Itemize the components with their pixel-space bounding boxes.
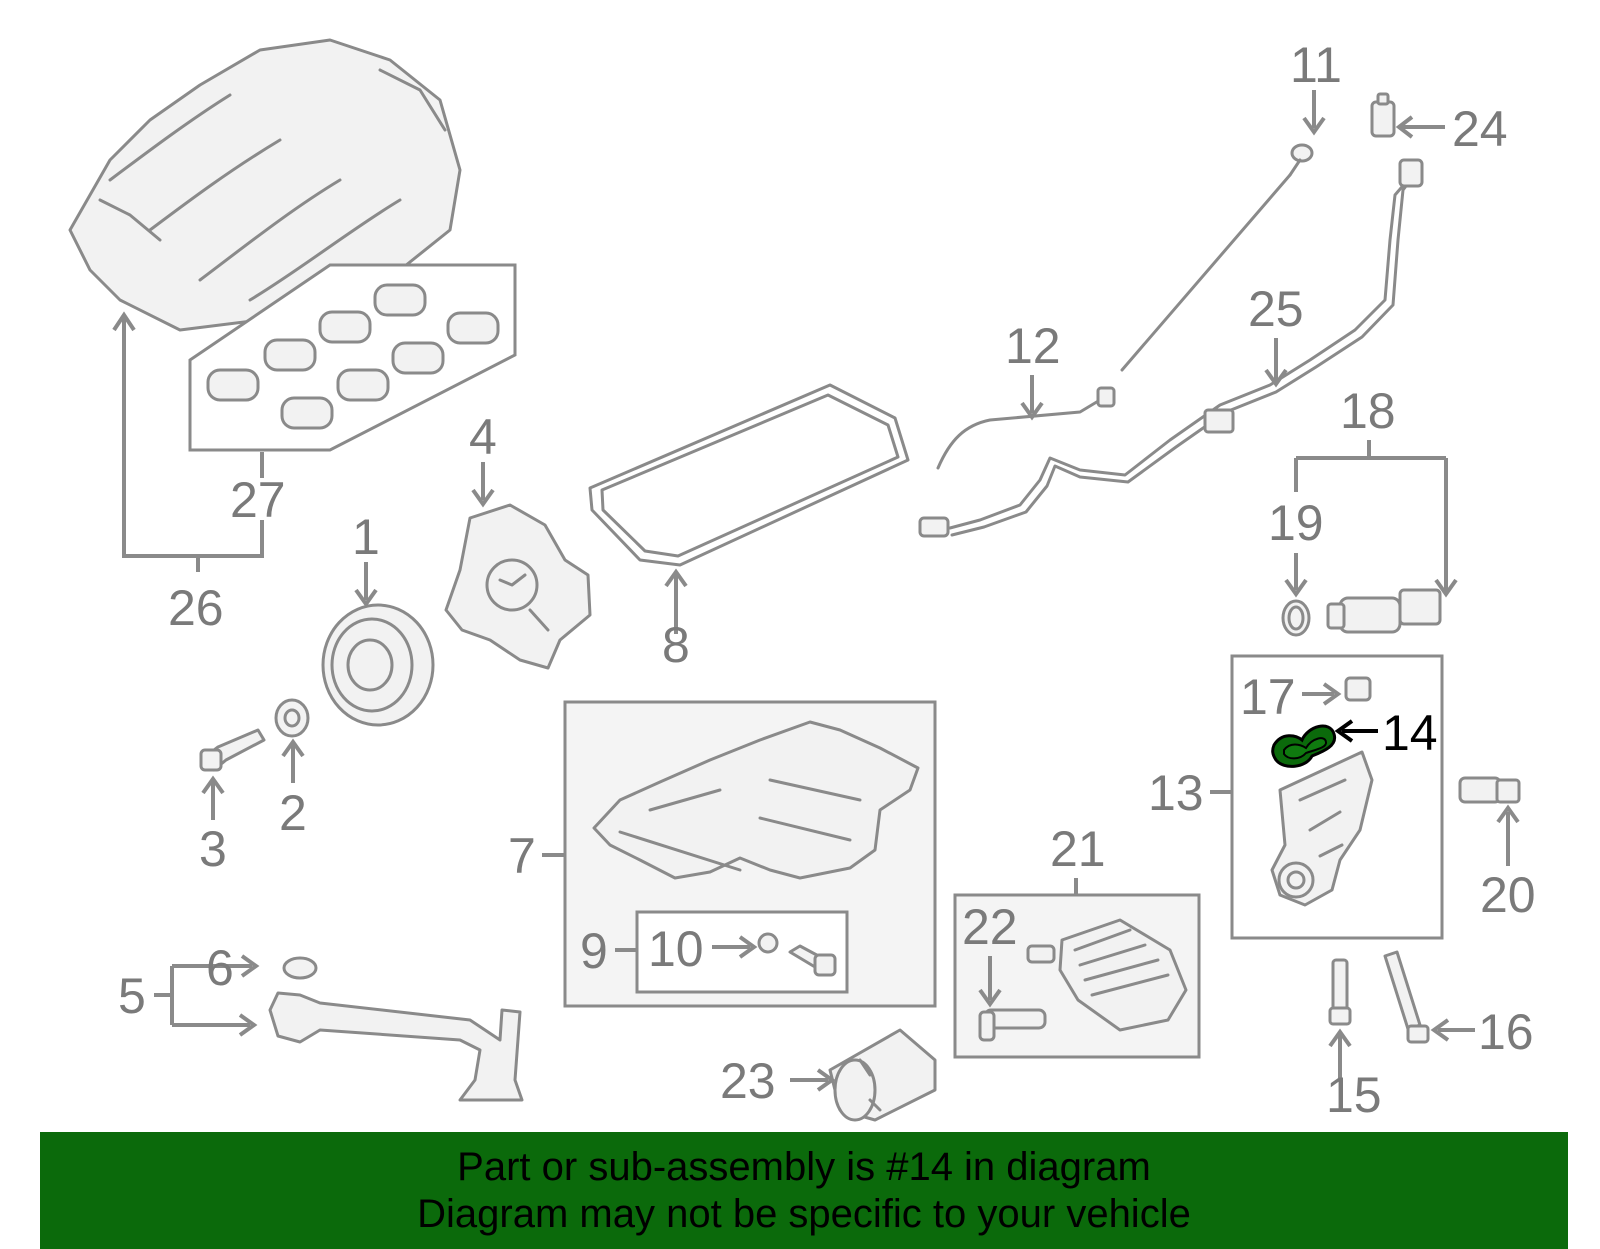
oil-filter[interactable]: [828, 1028, 937, 1122]
leader-4: [471, 462, 495, 508]
damper-washer[interactable]: [274, 698, 310, 738]
leader-16: [1430, 1018, 1475, 1042]
oil-pump[interactable]: [444, 503, 592, 670]
callout-6[interactable]: 6: [206, 940, 234, 996]
oring-19[interactable]: [1281, 599, 1311, 637]
timing-cover[interactable]: [1270, 750, 1374, 907]
wiring-harness[interactable]: [918, 158, 1424, 538]
cooler-bolt-22[interactable]: [978, 1008, 1047, 1042]
oil-cooler[interactable]: [1026, 918, 1188, 1032]
callout-2[interactable]: 2: [279, 785, 307, 841]
drain-plug[interactable]: [788, 944, 837, 977]
callout-16[interactable]: 16: [1478, 1004, 1534, 1060]
callout-26[interactable]: 26: [168, 580, 224, 636]
callout-5[interactable]: 5: [118, 968, 146, 1024]
oring-6[interactable]: [282, 956, 318, 980]
intake-gasket-set[interactable]: [188, 263, 517, 452]
leader-3: [201, 775, 225, 820]
leader-1: [354, 562, 378, 608]
leader-22: [978, 956, 1002, 1008]
leader-12: [1020, 375, 1044, 421]
leader-18: [1294, 440, 1458, 598]
callout-19[interactable]: 19: [1268, 495, 1324, 551]
banner-line-2: Diagram may not be specific to your vehi…: [417, 1191, 1191, 1236]
leader-14: [1334, 719, 1378, 743]
leader-23: [790, 1068, 836, 1092]
leader-17: [1302, 682, 1342, 706]
leader-25: [1264, 338, 1288, 388]
callout-15[interactable]: 15: [1326, 1067, 1382, 1123]
washer-10[interactable]: [757, 932, 779, 954]
callout-20[interactable]: 20: [1480, 867, 1536, 923]
leader-8: [664, 568, 688, 634]
callout-14[interactable]: 14: [1382, 705, 1438, 761]
callout-22[interactable]: 22: [962, 899, 1018, 955]
dipstick-tube[interactable]: [936, 386, 1116, 470]
oil-dipstick[interactable]: [1120, 143, 1314, 372]
leader-5: [154, 954, 260, 1037]
callout-8[interactable]: 8: [662, 617, 690, 673]
callout-3[interactable]: 3: [199, 821, 227, 877]
leader-26-arrow: [112, 311, 136, 332]
callout-7[interactable]: 7: [508, 828, 536, 884]
callout-21[interactable]: 21: [1050, 821, 1106, 877]
banner-line-1: Part or sub-assembly is #14 in diagram: [457, 1144, 1151, 1189]
bolt-16[interactable]: [1383, 950, 1430, 1044]
callout-10[interactable]: 10: [648, 921, 704, 977]
sensor-18[interactable]: [1326, 588, 1442, 634]
leader-20: [1496, 804, 1520, 866]
oil-pan[interactable]: [592, 720, 920, 880]
callout-9[interactable]: 9: [580, 923, 608, 979]
callout-25[interactable]: 25: [1248, 281, 1304, 337]
damper-bolt[interactable]: [199, 728, 266, 772]
bolt-15[interactable]: [1328, 958, 1352, 1026]
callout-24[interactable]: 24: [1452, 101, 1508, 157]
sensor-24[interactable]: [1370, 92, 1396, 138]
oil-pickup-tube[interactable]: [268, 991, 524, 1102]
sensor-20[interactable]: [1458, 776, 1521, 804]
callout-27[interactable]: 27: [230, 472, 286, 528]
leader-15: [1328, 1028, 1352, 1078]
leader-19: [1284, 553, 1308, 598]
callout-17[interactable]: 17: [1240, 669, 1296, 725]
leader-26: [122, 318, 264, 572]
leader-2: [281, 738, 305, 783]
callout-11[interactable]: 11: [1290, 37, 1342, 93]
info-banner: Part or sub-assembly is #14 in diagram D…: [40, 1132, 1568, 1249]
callout-23[interactable]: 23: [720, 1053, 776, 1109]
intake-manifold[interactable]: [68, 38, 462, 332]
crankshaft-damper[interactable]: [321, 603, 435, 727]
callout-4[interactable]: 4: [469, 409, 497, 465]
callout-13[interactable]: 13: [1148, 765, 1204, 821]
callout-18[interactable]: 18: [1340, 383, 1396, 439]
callout-1[interactable]: 1: [352, 509, 380, 565]
gasket-14-highlighted[interactable]: [1271, 724, 1337, 768]
leader-24: [1395, 115, 1445, 139]
oil-pan-gasket[interactable]: [588, 383, 910, 567]
plug-17[interactable]: [1344, 676, 1372, 702]
callout-12[interactable]: 12: [1005, 318, 1061, 374]
leader-11: [1302, 90, 1326, 136]
leader-10: [712, 935, 758, 959]
